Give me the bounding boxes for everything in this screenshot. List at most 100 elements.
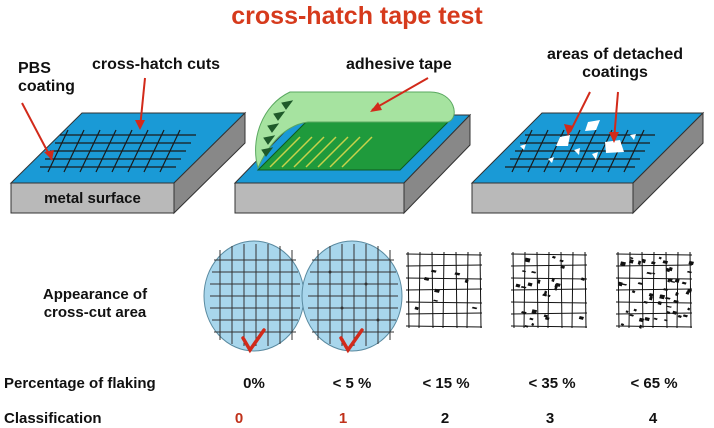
flake [551,255,556,259]
flake [637,282,643,285]
flake [529,317,534,321]
flake [464,279,469,284]
flake [551,277,555,283]
flake [672,310,677,315]
adhesive-tape-label: adhesive tape [346,56,452,73]
flake [649,296,653,301]
flake [542,293,548,297]
flake [580,277,586,281]
sample-class-1 [301,240,403,354]
pbs-coating-line2: coating [18,78,75,95]
flake [688,260,694,266]
flake [650,261,656,265]
flake [665,267,671,273]
check-icon [241,328,266,354]
check-icon [339,328,364,354]
flake [686,288,692,293]
flake [682,314,688,318]
flake [578,315,584,320]
sample-class-0 [203,240,305,354]
flake [663,288,669,291]
appearance-line1: Appearance of [42,286,148,303]
flake [433,299,439,302]
appearance-line2: cross-cut area [43,304,147,321]
flake [617,281,623,287]
flake [673,299,679,303]
flake [423,277,430,281]
flake [543,290,548,296]
flake [667,278,671,283]
flake [648,292,654,297]
flake [638,317,645,323]
flake [554,285,558,291]
flake [641,258,646,264]
flake [637,260,642,266]
flake [414,306,419,311]
flake [521,270,527,273]
flake [621,283,628,286]
flake [547,294,551,298]
flake [524,257,531,263]
page-title: cross-hatch tape test [231,2,483,30]
classification-0: 0 [234,410,244,427]
flake [454,272,461,276]
flake [559,259,564,263]
flake [653,317,658,321]
flake [643,300,649,304]
sample-class-3 [510,251,588,329]
percentage-0: 0% [243,375,265,392]
percentage-label: Percentage of flaking [4,375,156,392]
flake [664,297,671,300]
flake [620,323,625,326]
classification-1: 1 [338,410,348,427]
flake [646,271,653,275]
sample-class-4 [615,251,694,329]
flake [675,292,679,297]
flake [633,308,638,312]
flake [628,259,634,264]
flake [658,256,662,260]
pbs-coating-label: PBS coating [18,60,75,96]
flake [681,281,687,285]
percentage-1: < 5 % [332,375,372,392]
cross-hatch-cuts-label: cross-hatch cuts [92,56,221,73]
percentage-2: < 15 % [422,375,470,392]
flake [620,261,626,267]
detached-coatings-label: areas of detached coatings [520,46,710,82]
detached-line2: coatings [582,64,648,81]
flake [663,319,668,322]
classification-label: Classification [4,410,102,427]
flake [644,316,650,322]
flake [666,305,672,308]
percentage-3: < 35 % [528,375,576,392]
metal-surface-label: metal surface [44,190,141,207]
flake [515,283,521,288]
percentage-4: < 65 % [630,375,678,392]
detached-line1: areas of detached [546,46,684,63]
flake [521,311,527,314]
flake [687,307,691,311]
flake [629,256,634,260]
classification-3: 3 [545,410,555,427]
flake [677,314,682,318]
appearance-label: Appearance of cross-cut area [0,286,190,322]
flake [625,310,629,314]
flake [555,282,561,287]
flake [686,270,693,274]
flake [430,269,437,273]
flake [629,314,635,317]
flake [659,295,665,300]
flake [524,324,529,328]
flake [531,309,538,315]
flake [657,301,662,306]
flake [520,285,527,289]
flake [531,271,537,274]
flake [651,272,656,275]
flake [666,310,671,315]
classification-4: 4 [648,410,658,427]
flake [631,290,636,294]
classification-2: 2 [440,410,450,427]
flake [543,314,548,318]
